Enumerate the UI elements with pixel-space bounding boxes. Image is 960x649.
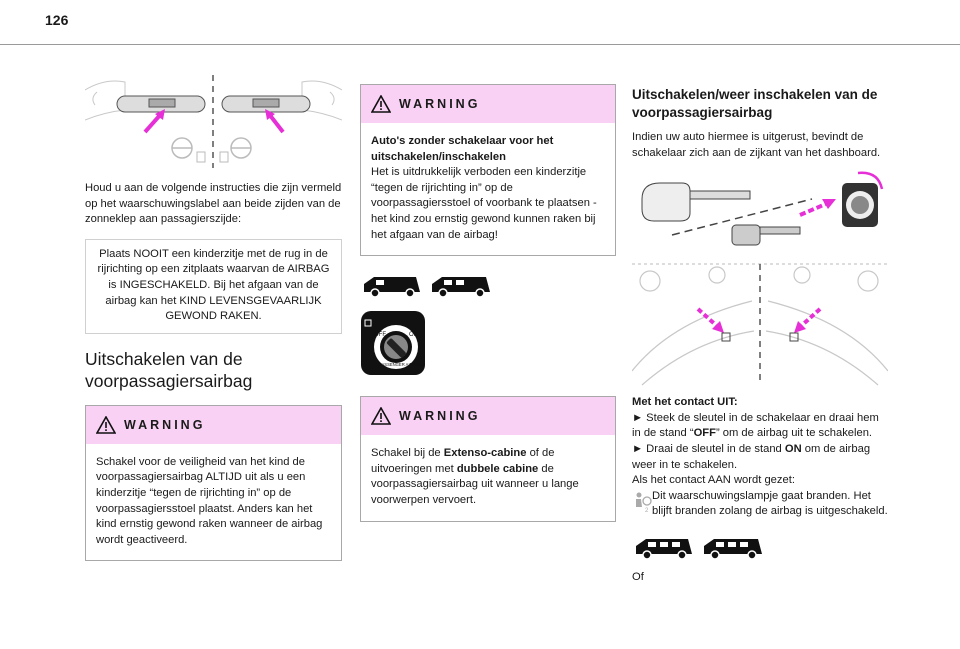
airbag-switch-icon: OFF ON PASSENGER AIRBAG bbox=[361, 311, 425, 376]
section-heading: Uitschakelen van de voorpassagiersairbag bbox=[85, 348, 253, 391]
warning-header: WARNING bbox=[361, 85, 615, 123]
svg-text:2: 2 bbox=[645, 508, 649, 513]
van-icon bbox=[704, 538, 762, 560]
warning-box-1: WARNING Auto's zonder schakelaar voor he… bbox=[360, 84, 616, 257]
switch-on-label: ON bbox=[409, 332, 418, 338]
right-intro: Indien uw auto hiermee is uitgerust, bev… bbox=[632, 131, 881, 159]
page-number: 126 bbox=[45, 12, 69, 28]
lamp-note: 2 Dit waarschuwingslampje gaat branden. … bbox=[632, 489, 888, 520]
warning-box: WARNING Schakel voor de veiligheid van h… bbox=[85, 404, 342, 562]
warning-triangle-icon bbox=[96, 415, 116, 434]
warning-bold-line: Auto's zonder schakelaar voor het uitsch… bbox=[371, 135, 554, 163]
warning-title: WARNING bbox=[399, 409, 481, 424]
right-heading: Uitschakelen/weer inschakelen van de voo… bbox=[632, 87, 878, 120]
warning-box-2: WARNING Schakel bij de Extenso-cabine of… bbox=[360, 396, 616, 522]
step-1: ► Steek de sleutel in de schakelaar en d… bbox=[632, 411, 879, 440]
van-icons bbox=[364, 277, 490, 298]
warning-text: Het is uitdrukkelijk verboden een kinder… bbox=[371, 166, 597, 241]
child-seat-note: Plaats NOOIT een kinderzitje met de rug … bbox=[85, 238, 342, 334]
left-column: Houd u aan de volgende instructies die z… bbox=[85, 70, 342, 562]
warning-triangle-icon bbox=[371, 95, 391, 113]
warning-triangle-icon bbox=[371, 407, 391, 425]
instructions: Met het contact UIT: ► Steek de sleutel … bbox=[632, 395, 888, 520]
warning-title: WARNING bbox=[399, 97, 481, 111]
step-2: ► Draai de sleutel in de stand ON om de … bbox=[632, 442, 871, 471]
contact-off-label: Met het contact UIT: bbox=[632, 396, 738, 409]
warning-body: Auto's zonder schakelaar voor het uitsch… bbox=[361, 123, 615, 255]
van-icons-right bbox=[636, 538, 762, 560]
contact-on-label: Als het contact AAN wordt gezet: bbox=[632, 474, 795, 487]
warning-header: WARNING bbox=[361, 397, 615, 436]
warning-header: WARNING bbox=[86, 405, 341, 444]
switch-off-label: OFF bbox=[374, 332, 386, 338]
or-label: Of bbox=[632, 570, 644, 583]
intro-text: Houd u aan de volgende instructies die z… bbox=[85, 182, 342, 226]
airbag-off-lamp-icon: 2 bbox=[636, 492, 652, 513]
switch-ring-label: PASSENGER AIRBAG bbox=[379, 362, 422, 367]
middle-column: WARNING Auto's zonder schakelaar voor he… bbox=[360, 84, 616, 522]
van-icon bbox=[432, 277, 490, 298]
warning-body: Schakel voor de veiligheid van het kind … bbox=[96, 455, 323, 546]
right-column: Uitschakelen/weer inschakelen van de voo… bbox=[632, 86, 888, 586]
van-icon bbox=[364, 277, 420, 298]
header-rule bbox=[0, 44, 960, 45]
sun-visor-illustration bbox=[85, 75, 342, 168]
van-icon bbox=[636, 538, 692, 560]
key-switch-illustration bbox=[641, 171, 884, 246]
dashboard-illustration bbox=[632, 263, 888, 386]
warning-body: Schakel bij de Extenso-cabine of de uitv… bbox=[371, 447, 579, 506]
warning-title: WARNING bbox=[124, 417, 206, 432]
